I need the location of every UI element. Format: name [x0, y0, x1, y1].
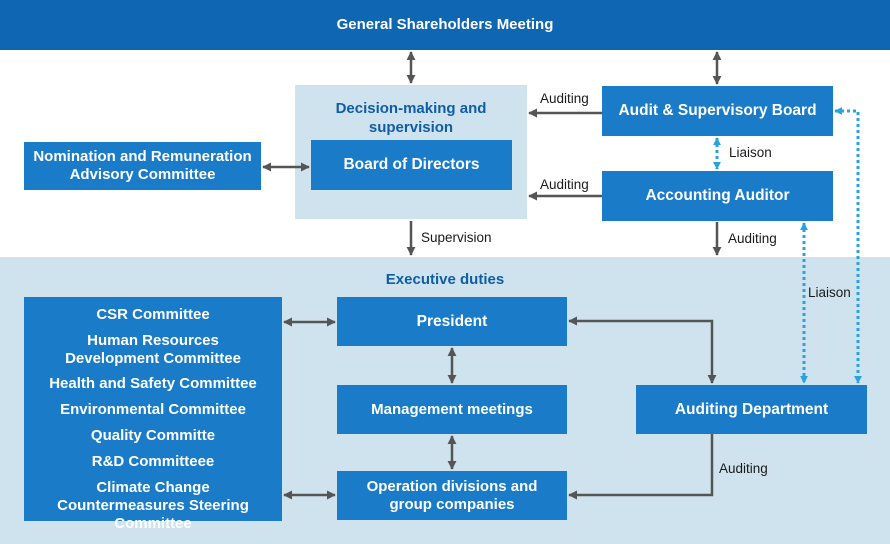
committee-item: Health and Safety Committee	[49, 375, 257, 392]
committee-item: Quality Committe	[90, 427, 216, 444]
arrow-auditing-dept-operations	[568, 434, 714, 500]
president: President	[337, 297, 567, 346]
arrow-president-auditing-dept	[568, 316, 717, 384]
label-auditing: Auditing	[540, 91, 589, 106]
accounting-auditor-label: Accounting Auditor	[645, 187, 790, 204]
general-shareholders-meeting: General Shareholders Meeting	[0, 0, 890, 50]
decision-panel-title: Decision-making and supervision	[335, 100, 487, 136]
committee-item: Human Resources Development Committee	[65, 332, 241, 367]
auditing-department-label: Auditing Department	[674, 400, 829, 418]
management-meetings: Management meetings	[337, 385, 567, 434]
operation-divisions: Operation divisions and group companies	[337, 471, 567, 520]
president-label: President	[416, 312, 488, 330]
committee-item: CSR Committee	[96, 306, 210, 323]
committees-box: CSR Committee Human Resources Developmen…	[24, 297, 282, 532]
label-auditing: Auditing	[540, 177, 589, 192]
accounting-auditor: Accounting Auditor	[602, 171, 833, 221]
committee-item: Environmental Committee	[60, 401, 246, 418]
audit-supervisory-board: Audit & Supervisory Board	[602, 86, 833, 136]
liaison-audit-board-auditing-dept	[834, 107, 862, 384]
board-of-directors-label: Board of Directors	[343, 156, 480, 173]
nomination-committee: Nomination and Remuneration Advisory Com…	[24, 142, 261, 190]
label-auditing: Auditing	[719, 461, 768, 476]
nomination-committee-label: Nomination and Remuneration Advisory Com…	[33, 148, 252, 183]
label-liaison: Liaison	[808, 285, 851, 300]
auditing-department: Auditing Department	[636, 385, 867, 434]
label-auditing: Auditing	[728, 231, 777, 246]
general-shareholders-meeting-label: General Shareholders Meeting	[336, 16, 554, 33]
label-supervision: Supervision	[421, 230, 492, 245]
board-of-directors: Board of Directors	[311, 140, 512, 190]
management-meetings-label: Management meetings	[371, 400, 533, 418]
committee-item: Climate Change Countermeasures Steering …	[57, 479, 249, 532]
operation-divisions-label: Operation divisions and group companies	[366, 477, 538, 513]
label-liaison: Liaison	[729, 145, 772, 160]
audit-supervisory-board-label: Audit & Supervisory Board	[618, 102, 817, 119]
committee-item: R&D Committeee	[91, 453, 215, 470]
executive-duties-title: Executive duties	[385, 271, 505, 288]
